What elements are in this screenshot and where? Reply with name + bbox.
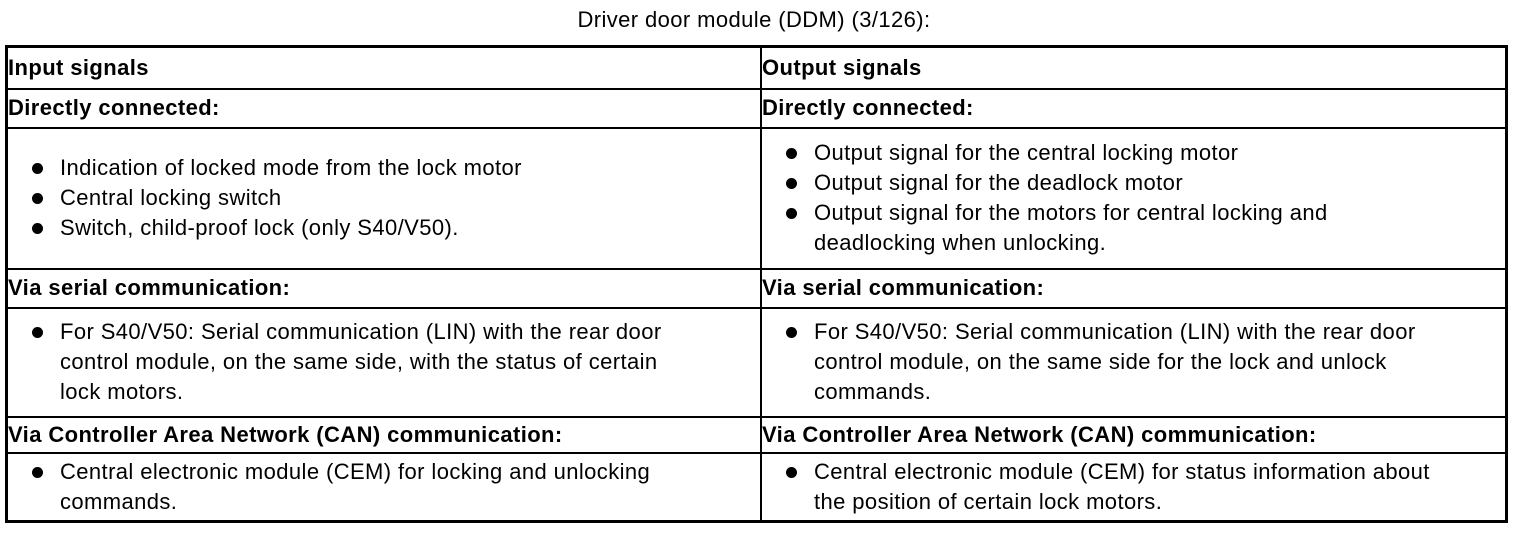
list-item: Central electronic module (CEM) for lock… xyxy=(8,457,760,517)
list-item: Output signal for the central locking mo… xyxy=(762,138,1505,168)
input-serial-list: For S40/V50: Serial communication (LIN) … xyxy=(8,317,760,407)
list-item-text: Output signal for the motors for central… xyxy=(814,200,1328,255)
page-title: Driver door module (DDM) (3/126): xyxy=(577,7,931,32)
list-item-text: For S40/V50: Serial communication (LIN) … xyxy=(60,319,662,404)
section-heading-row-serial: Via serial communication: Via serial com… xyxy=(5,267,1508,309)
section-list-row-serial: For S40/V50: Serial communication (LIN) … xyxy=(5,306,1508,418)
list-item: For S40/V50: Serial communication (LIN) … xyxy=(762,317,1505,407)
output-can-list: Central electronic module (CEM) for stat… xyxy=(762,457,1505,517)
bullet-icon xyxy=(32,193,43,204)
list-item-text: Central electronic module (CEM) for lock… xyxy=(60,458,651,514)
input-directly-connected-cell: Indication of locked mode from the lock … xyxy=(5,126,762,270)
bullet-icon xyxy=(32,223,43,234)
input-can-cell: Central electronic module (CEM) for lock… xyxy=(5,451,762,523)
column-header-output-signals: Output signals xyxy=(760,45,1508,90)
bullet-icon xyxy=(786,148,797,159)
output-can-heading: Via Controller Area Network (CAN) commun… xyxy=(760,415,1508,454)
section-list-row-directly-connected: Indication of locked mode from the lock … xyxy=(5,126,1508,270)
output-directly-connected-cell: Output signal for the central locking mo… xyxy=(760,126,1508,270)
section-heading-row-can: Via Controller Area Network (CAN) commun… xyxy=(5,415,1508,454)
output-serial-list: For S40/V50: Serial communication (LIN) … xyxy=(762,317,1505,407)
bullet-icon xyxy=(32,163,43,174)
input-directly-connected-list: Indication of locked mode from the lock … xyxy=(8,153,760,243)
bullet-icon xyxy=(32,327,43,338)
bullet-icon xyxy=(786,178,797,189)
input-serial-heading: Via serial communication: xyxy=(5,267,762,309)
list-item: Switch, child-proof lock (only S40/V50). xyxy=(8,213,760,243)
bullet-icon xyxy=(786,466,797,478)
input-can-heading: Via Controller Area Network (CAN) commun… xyxy=(5,415,762,454)
output-serial-heading: Via serial communication: xyxy=(760,267,1508,309)
output-can-cell: Central electronic module (CEM) for stat… xyxy=(760,451,1508,523)
bullet-icon xyxy=(786,208,797,219)
list-item: For S40/V50: Serial communication (LIN) … xyxy=(8,317,760,407)
section-list-row-can: Central electronic module (CEM) for lock… xyxy=(5,451,1508,523)
column-header-input-signals: Input signals xyxy=(5,45,762,90)
input-can-list: Central electronic module (CEM) for lock… xyxy=(8,457,760,517)
list-item-text: Central locking switch xyxy=(60,185,282,210)
list-item: Central electronic module (CEM) for stat… xyxy=(762,457,1505,517)
list-item-text: For S40/V50: Serial communication (LIN) … xyxy=(814,319,1416,404)
list-item: Output signal for the deadlock motor xyxy=(762,168,1505,198)
table-header-row: Input signals Output signals xyxy=(5,45,1508,90)
section-heading-row-directly-connected: Directly connected: Directly connected: xyxy=(5,87,1508,129)
list-item: Output signal for the motors for central… xyxy=(762,198,1505,258)
list-item-text: Output signal for the central locking mo… xyxy=(814,140,1239,165)
output-directly-connected-heading: Directly connected: xyxy=(760,87,1508,129)
output-serial-cell: For S40/V50: Serial communication (LIN) … xyxy=(760,306,1508,418)
list-item: Indication of locked mode from the lock … xyxy=(8,153,760,183)
output-directly-connected-list: Output signal for the central locking mo… xyxy=(762,138,1505,258)
list-item-text: Indication of locked mode from the lock … xyxy=(60,155,522,180)
bullet-icon xyxy=(32,466,43,478)
bullet-icon xyxy=(786,327,797,338)
signals-table: Input signals Output signals Directly co… xyxy=(5,45,1508,523)
list-item-text: Central electronic module (CEM) for stat… xyxy=(814,458,1430,514)
list-item-text: Output signal for the deadlock motor xyxy=(814,170,1184,195)
input-serial-cell: For S40/V50: Serial communication (LIN) … xyxy=(5,306,762,418)
list-item-text: Switch, child-proof lock (only S40/V50). xyxy=(60,215,459,240)
list-item: Central locking switch xyxy=(8,183,760,213)
input-directly-connected-heading: Directly connected: xyxy=(5,87,762,129)
